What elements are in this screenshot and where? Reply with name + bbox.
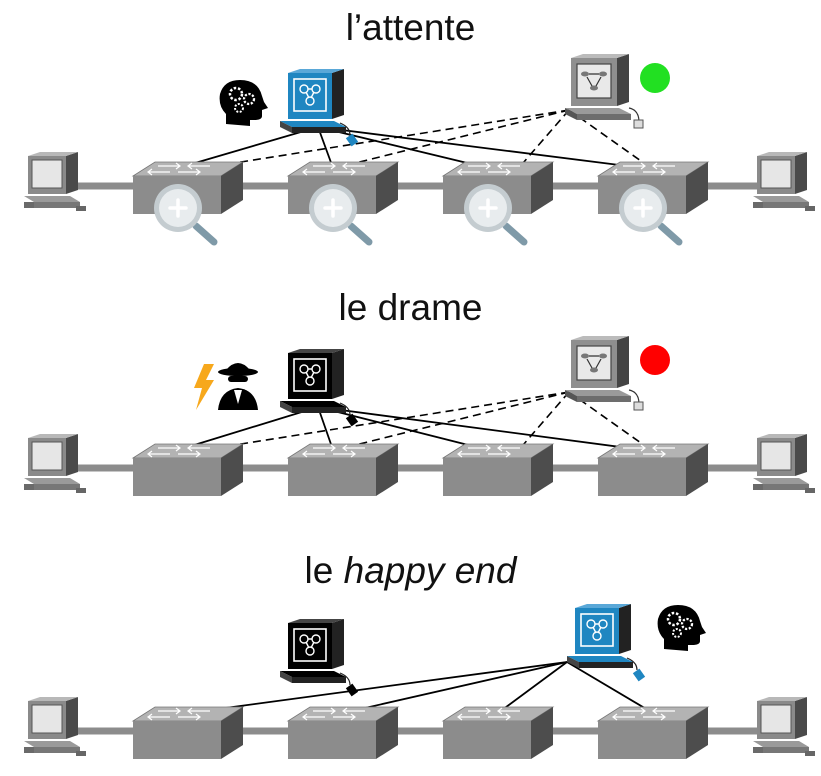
control-link-3 bbox=[317, 126, 489, 169]
panel-1-title: l’attente bbox=[345, 7, 476, 48]
control-link-3 bbox=[317, 406, 489, 451]
host-right-icon bbox=[753, 152, 815, 211]
host-left-icon bbox=[24, 152, 86, 211]
control-link-4 bbox=[566, 661, 654, 714]
control-link-2 bbox=[317, 126, 334, 169]
monitor-link-3 bbox=[509, 109, 570, 179]
panel-2-title: le drame bbox=[338, 287, 483, 328]
monitor-station-icon bbox=[565, 336, 644, 411]
magnifier-icon bbox=[154, 184, 218, 246]
controller-icon bbox=[567, 604, 646, 682]
panel-3-title: le happy end bbox=[304, 550, 517, 591]
magnifier-icon bbox=[619, 184, 683, 246]
monitor-link-1 bbox=[139, 391, 570, 461]
control-link-1 bbox=[177, 126, 319, 169]
switch-3-icon bbox=[441, 443, 555, 496]
switch-2-icon bbox=[286, 443, 400, 496]
control-link-4 bbox=[317, 406, 644, 451]
controller-icon bbox=[280, 69, 359, 147]
switch-2-icon bbox=[286, 706, 400, 759]
panel-1 bbox=[24, 54, 815, 246]
panel-3 bbox=[24, 604, 815, 759]
switch-1-icon bbox=[131, 706, 245, 759]
host-right-icon bbox=[753, 434, 815, 493]
controller-icon bbox=[280, 349, 359, 427]
brain-gears-icon bbox=[657, 605, 706, 651]
status-light-icon bbox=[640, 345, 670, 375]
spy-lightning-icon bbox=[194, 363, 258, 410]
status-light-icon bbox=[640, 63, 670, 93]
switch-1-icon bbox=[131, 443, 245, 496]
monitor-link-3 bbox=[509, 391, 570, 461]
control-link-2 bbox=[342, 661, 568, 714]
switch-4-icon bbox=[596, 706, 710, 759]
switch-3-icon bbox=[441, 706, 555, 759]
control-link-3 bbox=[497, 661, 568, 714]
brain-gears-icon bbox=[219, 80, 268, 126]
control-link-1 bbox=[177, 406, 319, 451]
panel-2 bbox=[24, 336, 815, 496]
host-right-icon bbox=[753, 697, 815, 756]
monitor-link-1 bbox=[139, 109, 570, 179]
host-left-icon bbox=[24, 697, 86, 756]
magnifier-icon bbox=[464, 184, 528, 246]
failed-controller-icon bbox=[280, 619, 359, 697]
control-link-4 bbox=[317, 126, 644, 169]
monitor-station-icon bbox=[565, 54, 644, 129]
switch-4-icon bbox=[596, 443, 710, 496]
control-link-1 bbox=[187, 661, 568, 714]
control-link-2 bbox=[317, 406, 334, 451]
magnifier-icon bbox=[309, 184, 373, 246]
host-left-icon bbox=[24, 434, 86, 493]
